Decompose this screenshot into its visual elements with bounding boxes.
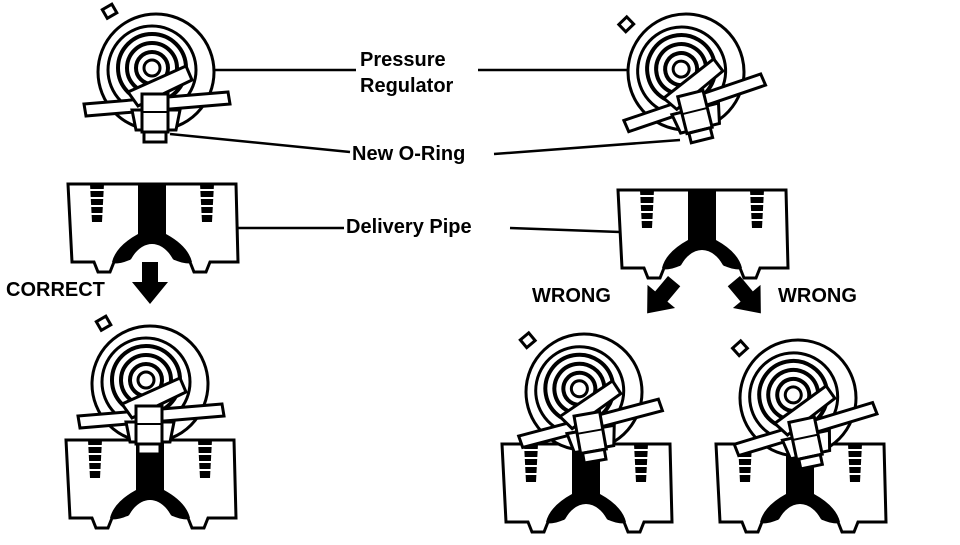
delivery-pipe-right	[616, 188, 790, 280]
label-pressure-regulator-line2: Regulator	[360, 75, 454, 97]
assembly-correct	[64, 314, 238, 530]
pressure-regulator-left	[82, 2, 232, 144]
delivery-pipe-left	[66, 182, 240, 274]
leader-lines	[169, 68, 681, 234]
label-pressure-regulator-line1: Pressure	[360, 49, 446, 71]
pressure-regulator-right	[597, 0, 777, 160]
label-wrong-right: WRONG	[778, 285, 857, 307]
label-delivery-pipe: Delivery Pipe	[346, 216, 472, 238]
label-new-o-ring: New O-Ring	[352, 143, 466, 165]
assembly-wrong-1	[499, 310, 674, 534]
correct-arrow	[132, 262, 168, 304]
label-wrong-left: WRONG	[532, 285, 611, 307]
assembly-wrong-2	[711, 314, 888, 534]
label-correct: CORRECT	[6, 279, 105, 301]
